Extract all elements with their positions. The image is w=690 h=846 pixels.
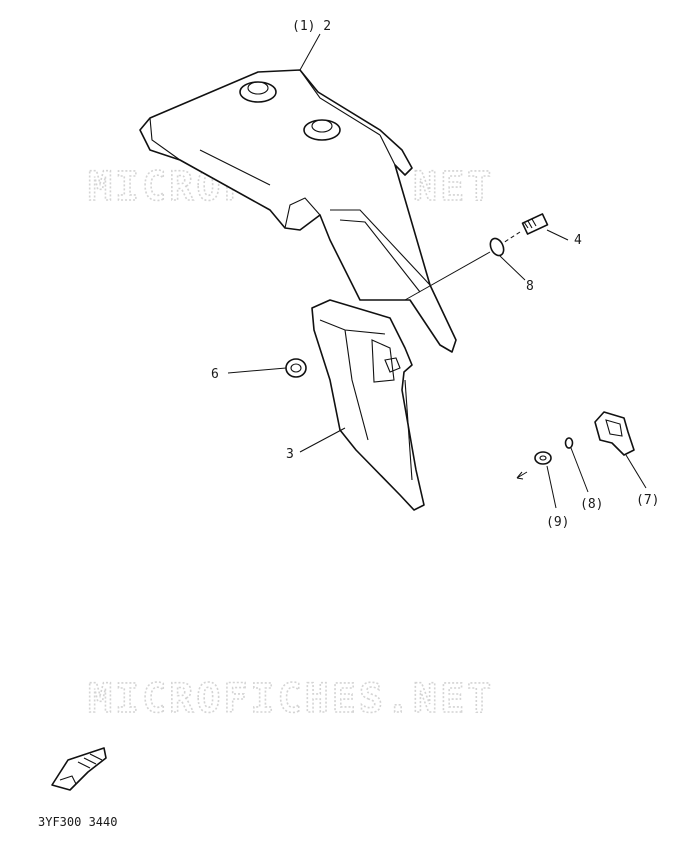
leader-c2: [546, 229, 569, 241]
assembly-line-washer: [404, 251, 491, 301]
callout-c4: 6: [211, 367, 219, 382]
leader-c1: [299, 33, 321, 71]
small-bolt: [534, 451, 552, 465]
callout-c7: (8): [580, 497, 603, 512]
callout-c8: (7): [636, 493, 659, 508]
leader-c6: [546, 465, 557, 509]
callout-c3: 8: [526, 279, 534, 294]
leader-c3: [499, 255, 526, 281]
leader-c4: [227, 367, 287, 374]
small-bracket: [594, 411, 635, 456]
callout-c1: (1) 2: [292, 19, 331, 34]
diagram-code-icon: [51, 747, 107, 791]
diagram-code: 3YF300 3440: [38, 815, 117, 829]
upper-fender-bracket: [139, 69, 457, 353]
callout-c2: 4: [574, 233, 582, 248]
watermark-bottom: MICROFICHES.NET: [88, 676, 494, 722]
callout-c6: (9): [546, 515, 569, 530]
leader-c7: [570, 447, 589, 493]
bolt: [521, 213, 549, 235]
nut: [285, 358, 307, 378]
callout-c5: 3: [286, 447, 294, 462]
small-washer: [564, 437, 574, 449]
washer: [489, 237, 505, 257]
direction-arrow: [516, 471, 528, 480]
assembly-line-bolt: [502, 231, 521, 244]
leader-c5: [299, 427, 346, 453]
lower-mud-flap: [311, 299, 425, 511]
leader-c8: [625, 454, 647, 489]
